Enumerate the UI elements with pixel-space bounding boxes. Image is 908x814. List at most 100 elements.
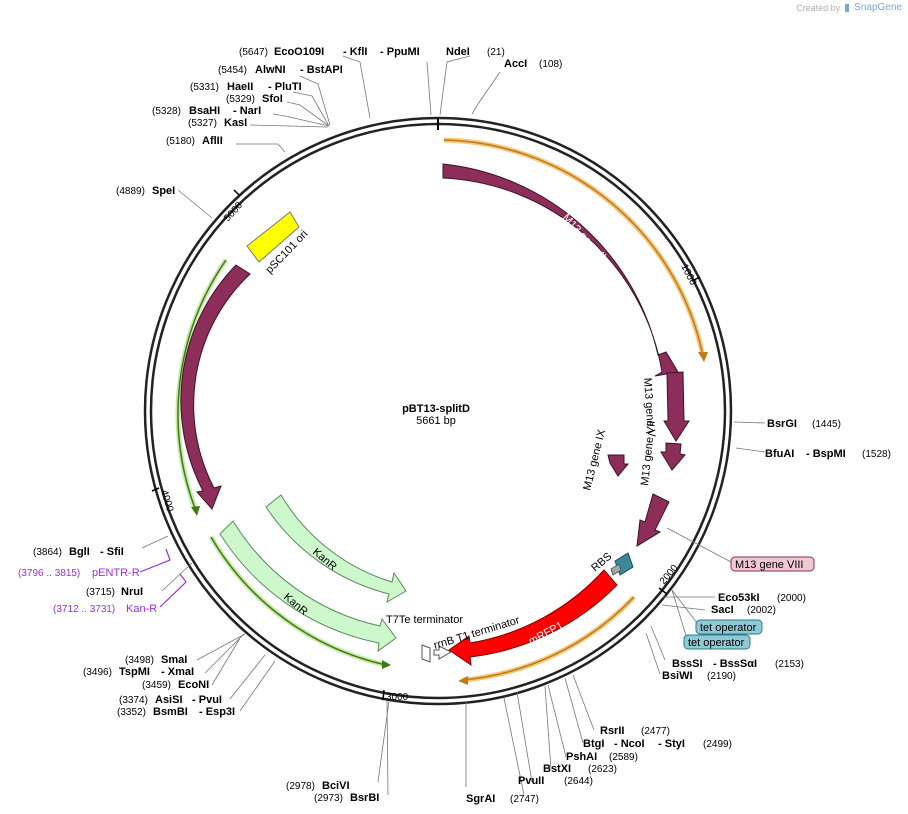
tick-label-5000: 5000 — [222, 200, 245, 224]
m13-gene-vii-label: M13 gene VII — [639, 420, 658, 486]
svg-text:- XmaI: - XmaI — [161, 666, 194, 678]
enzyme-haeii[interactable]: (5331) HaeII - PluTI — [190, 81, 302, 93]
primer-kan-r[interactable]: (3712 .. 3731) Kan-R — [53, 603, 157, 615]
svg-text:PshAI: PshAI — [566, 751, 597, 763]
svg-text:(2477): (2477) — [641, 726, 670, 737]
svg-text:- SfiI: - SfiI — [100, 546, 124, 558]
enzyme-asisi[interactable]: (3374) AsiSI - PvuI — [119, 694, 222, 706]
svg-text:(3459): (3459) — [142, 680, 171, 691]
enzyme-bgli[interactable]: (3864) BglI - SfiI — [33, 546, 124, 558]
primer-penter-r[interactable]: (3796 .. 3815) pENTR-R — [18, 567, 140, 579]
svg-text:- NcoI: - NcoI — [614, 738, 645, 750]
enzyme-btgi[interactable]: BtgI - NcoI - StyI (2499) — [583, 738, 732, 750]
svg-text:(5327): (5327) — [188, 118, 217, 129]
enzyme-bstxi[interactable]: BstXI (2623) — [543, 763, 617, 775]
feature-t7te-terminator[interactable]: T7Te terminator — [386, 614, 463, 663]
orange-track-top — [443, 137, 708, 362]
svg-text:AflII: AflII — [202, 135, 223, 147]
enzyme-pshai[interactable]: PshAI (2589) — [566, 751, 638, 763]
enzyme-bsrgi[interactable]: BsrGI (1445) — [767, 418, 841, 430]
enzyme-aflii[interactable]: (5180) AflII — [166, 135, 223, 147]
feature-psc101-ori[interactable]: pSC101 ori — [246, 211, 310, 276]
svg-text:tet operator: tet operator — [688, 637, 745, 649]
svg-text:(5180): (5180) — [166, 136, 195, 147]
enzyme-bfuai[interactable]: BfuAI - BspMI (1528) — [765, 448, 891, 460]
snapgene-credit: Created by SnapGene — [796, 2, 902, 13]
tick-label-4000: 4000 — [158, 489, 175, 514]
enzyme-nrui[interactable]: (3715) NruI — [86, 586, 143, 598]
enzyme-bsssi[interactable]: BssSI - BssSαI (2153) — [672, 658, 804, 670]
enzyme-sgrai[interactable]: SgrAI (2747) — [466, 793, 539, 805]
enzyme-eco0109i[interactable]: (5647) EcoO109I - KflI - PpuMI — [239, 46, 420, 58]
enzyme-rsrii[interactable]: RsrII (2477) — [600, 725, 670, 737]
svg-text:BsaHI: BsaHI — [189, 105, 220, 117]
callout-tet-operator-1[interactable]: tet operator — [695, 619, 763, 635]
svg-text:AccI: AccI — [504, 58, 527, 70]
enzyme-sfoi[interactable]: (5329) SfoI — [226, 93, 283, 105]
svg-text:Kan-R: Kan-R — [126, 603, 157, 615]
enzyme-saci[interactable]: SacI (2002) — [711, 604, 776, 616]
callout-m13-gene-viii[interactable]: M13 gene VIII — [730, 556, 815, 572]
enzyme-bsiwi[interactable]: BsiWI (2190) — [662, 670, 736, 682]
m13-gene-v-label: M13 gene V — [641, 377, 657, 438]
snapgene-logo-icon — [845, 3, 850, 12]
enzyme-smai[interactable]: (3498) SmaI — [125, 654, 187, 666]
svg-text:KasI: KasI — [224, 117, 247, 129]
enzyme-bsrbi[interactable]: (2973) BsrBI — [314, 792, 379, 804]
svg-text:(5647): (5647) — [239, 47, 268, 58]
rep101-label: Rep101 — [195, 362, 212, 402]
feature-m13-gene-ix[interactable]: M13 gene IX — [581, 428, 630, 492]
svg-text:HaeII: HaeII — [227, 81, 253, 93]
enzyme-bsahi[interactable]: (5328) BsaHI - NarI — [152, 105, 261, 117]
enzyme-ndei[interactable]: NdeI (21) — [446, 46, 505, 58]
tick-label-3000: 3000 — [386, 692, 409, 703]
svg-text:(1528): (1528) — [862, 449, 891, 460]
svg-text:tet operator: tet operator — [700, 622, 757, 634]
svg-text:(3374): (3374) — [119, 695, 148, 706]
svg-text:- StyI: - StyI — [658, 738, 685, 750]
svg-text:- BstAPI: - BstAPI — [300, 64, 343, 76]
svg-text:(2499): (2499) — [703, 739, 732, 750]
enzyme-acci[interactable]: AccI (108) — [504, 58, 562, 70]
svg-text:- Esp3I: - Esp3I — [199, 706, 235, 718]
enzyme-pvuii[interactable]: PvuII (2644) — [518, 775, 593, 787]
svg-text:BsrGI: BsrGI — [767, 418, 797, 430]
enzyme-alwni[interactable]: (5454) AlwNI - BstAPI — [218, 64, 343, 76]
svg-text:(21): (21) — [487, 47, 505, 58]
svg-text:(5331): (5331) — [190, 82, 219, 93]
svg-text:BciVI: BciVI — [322, 780, 350, 792]
tick-3000: 3000 — [382, 689, 409, 703]
enzyme-bcivi[interactable]: (2978) BciVI — [286, 780, 350, 792]
enzyme-eco53ki[interactable]: Eco53kI (2000) — [718, 592, 806, 604]
enzyme-bsmbi[interactable]: (3352) BsmBI - Esp3I — [117, 706, 235, 718]
enzyme-econi[interactable]: (3459) EcoNI — [142, 679, 209, 691]
feature-m13-gene-v[interactable]: M13 gene V — [641, 371, 690, 442]
feature-rbs[interactable]: RBS — [589, 551, 634, 576]
svg-text:SacI: SacI — [711, 604, 734, 616]
svg-text:M13 gene VIII: M13 gene VIII — [735, 559, 804, 571]
enzyme-spei[interactable]: (4889) SpeI — [116, 185, 175, 197]
feature-m13-gene-viii[interactable] — [636, 493, 670, 547]
svg-text:(2973): (2973) — [314, 793, 343, 804]
svg-text:NruI: NruI — [121, 586, 143, 598]
svg-text:BsrBI: BsrBI — [350, 792, 379, 804]
svg-text:TspMI: TspMI — [119, 666, 150, 678]
svg-text:SpeI: SpeI — [152, 185, 175, 197]
m13-gene-ix-label: M13 gene IX — [581, 428, 608, 492]
enzyme-labels: (5647) EcoO109I - KflI - PpuMI NdeI (21)… — [33, 46, 891, 805]
svg-text:- BspMI: - BspMI — [806, 448, 846, 460]
svg-text:BsmBI: BsmBI — [153, 706, 188, 718]
enzyme-tspmi[interactable]: (3496) TspMI - XmaI — [83, 666, 194, 678]
callout-tet-operator-2[interactable]: tet operator — [683, 634, 751, 650]
backbone — [143, 116, 733, 706]
green-track-kan — [208, 535, 391, 669]
feature-rep101[interactable]: Rep101 — [180, 264, 251, 510]
enzyme-kasi[interactable]: (5327) KasI — [188, 117, 247, 129]
svg-text:(3498): (3498) — [125, 655, 154, 666]
svg-text:BglI: BglI — [69, 546, 90, 558]
svg-text:SmaI: SmaI — [161, 654, 187, 666]
feature-m13-gene-ii[interactable]: M13 gene II — [442, 163, 679, 377]
feature-mrfp1[interactable]: mRFP1 — [448, 569, 618, 667]
svg-text:(5454): (5454) — [218, 65, 247, 76]
